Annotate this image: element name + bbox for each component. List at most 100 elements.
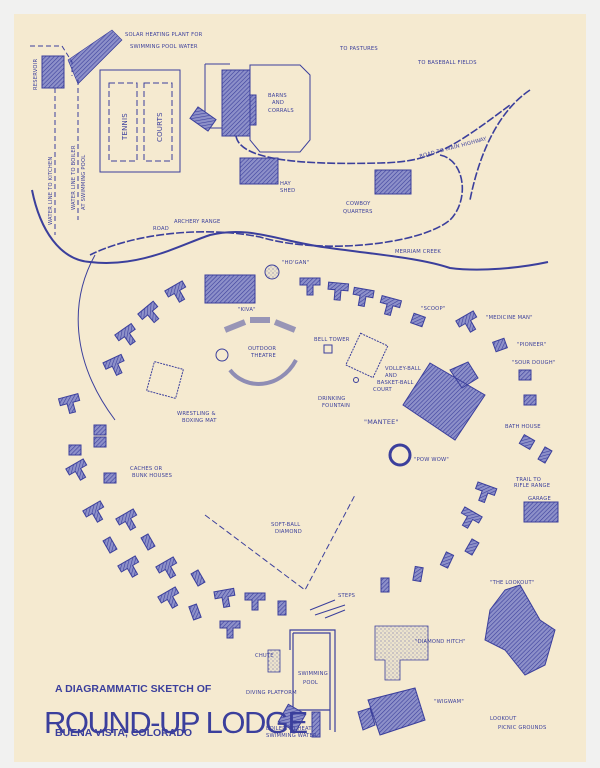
- cabin: [93, 424, 107, 436]
- label-bath-house: BATH HOUSE: [505, 424, 541, 430]
- label-water-kitchen: WATER LINE TO KITCHEN: [48, 157, 54, 226]
- cabin: [65, 458, 88, 481]
- label-steps: STEPS: [338, 593, 355, 599]
- label-hay: HAY: [280, 181, 291, 187]
- title-main: ROUND-UP LODGE: [44, 705, 307, 740]
- label-the-lookout: "THE LOOKOUT": [490, 580, 534, 586]
- bell-tower: [323, 344, 333, 354]
- label-solar-2: SWIMMING POOL WATER: [130, 44, 198, 50]
- outdoor-theatre: [223, 317, 297, 333]
- cabin: [380, 577, 390, 593]
- label-volley-4: COURT: [373, 387, 393, 393]
- label-chute: CHUTE: [255, 653, 274, 659]
- center-features: [146, 264, 559, 738]
- cabin: [140, 533, 156, 551]
- cabin: [412, 565, 424, 583]
- cowboy-quarters: [374, 169, 412, 195]
- cabin: [157, 586, 180, 609]
- cabin: [518, 433, 536, 451]
- cabin: [164, 280, 187, 303]
- cabin: [102, 353, 125, 376]
- label-theatre-2: THEATRE: [250, 353, 276, 359]
- label-solar: SOLAR HEATING PLANT FOR: [125, 32, 203, 38]
- title-line-3: BUENA VISTA, COLORADO: [55, 727, 192, 739]
- cabin: [379, 295, 403, 317]
- label-barns: BARNS: [268, 93, 287, 99]
- cabin: [244, 592, 266, 611]
- the-lookout: [484, 584, 556, 676]
- label-mantee: "MANTEE": [364, 418, 399, 426]
- cabin: [57, 393, 81, 415]
- label-softball-2: DIAMOND: [275, 529, 302, 535]
- label-road: ROAD: [153, 226, 169, 232]
- cabin: [523, 394, 537, 406]
- label-barns-2: AND: [272, 100, 284, 106]
- cabin: [213, 587, 236, 608]
- label-creek: MERRIAM CREEK: [395, 249, 441, 255]
- barn: [221, 69, 251, 137]
- label-hogan: "HO'GAN": [282, 260, 309, 266]
- mantee-building: [402, 361, 486, 441]
- label-picnic-2: PICNIC GROUNDS: [498, 725, 546, 731]
- label-theatre: OUTDOOR: [248, 346, 276, 352]
- label-barns-3: CORRALS: [268, 108, 294, 114]
- label-kiva: "KIVA": [238, 307, 256, 313]
- label-sour-dough: "SOUR DOUGH": [512, 360, 555, 366]
- cabin: [219, 620, 241, 639]
- tennis-courts: [99, 69, 181, 173]
- cabin: [102, 536, 118, 554]
- cabin: [188, 603, 202, 621]
- label-fountain-2: FOUNTAIN: [322, 403, 350, 409]
- label-bell-tower: BELL TOWER: [314, 337, 350, 343]
- map-title: A DIAGRAMMATIC SKETCH OF ROUND-UP LODGE …: [44, 683, 309, 740]
- label-water-boiler-2: AT SWIMMING POOL: [81, 155, 87, 210]
- label-scoop: "SCOOP": [421, 306, 445, 312]
- label-diving-platform: DIVING PLATFORM: [246, 690, 297, 696]
- cabin: [137, 300, 160, 324]
- cabin: [352, 286, 375, 307]
- cabin: [68, 444, 82, 456]
- garage: [523, 501, 559, 523]
- label-reservoir: RESERVOIR: [33, 59, 39, 90]
- label-water-boiler: WATER LINE TO BOILER: [71, 145, 77, 210]
- label-trail: TRAIL TO: [515, 477, 541, 483]
- map-labels: SOLAR HEATING PLANT FOR SWIMMING POOL WA…: [33, 32, 555, 739]
- wigwam: [357, 687, 426, 736]
- label-volley-2: AND: [385, 373, 397, 379]
- top-area: [30, 29, 549, 421]
- cabin: [460, 506, 483, 529]
- cabin: [155, 556, 178, 579]
- solar-plant: [67, 29, 123, 85]
- cabin: [93, 436, 107, 448]
- cabin: [299, 277, 321, 296]
- label-pool-2: POOL: [303, 680, 318, 686]
- label-boiler: BOILER TO HEAT: [266, 726, 312, 732]
- title-line-1: A DIAGRAMMATIC SKETCH OF: [55, 683, 212, 695]
- cabin: [474, 481, 498, 504]
- label-pow-wow: "POW WOW": [414, 457, 449, 463]
- label-cowboy-2: QUARTERS: [343, 209, 373, 215]
- cabin: [277, 600, 287, 616]
- cabin: [82, 500, 105, 523]
- label-hay-2: SHED: [280, 188, 295, 194]
- label-boiler-2: SWIMMING WATER: [266, 733, 317, 739]
- label-garage: GARAGE: [528, 496, 551, 502]
- cabin-ring: [57, 277, 553, 639]
- volley-court: [345, 332, 389, 379]
- label-volley-3: BASKET-BALL: [377, 380, 414, 386]
- hay-shed: [239, 157, 279, 185]
- label-caches-2: BUNK HOUSES: [132, 473, 172, 479]
- label-softball: SOFT-BALL: [271, 522, 300, 528]
- label-volley: VOLLEY-BALL: [385, 366, 421, 372]
- label-diamond-hitch: "DIAMOND HITCH": [415, 639, 466, 645]
- cabin: [114, 322, 136, 346]
- label-wigwam: "WIGWAM": [434, 699, 464, 705]
- label-baseball: TO BASEBALL FIELDS: [417, 60, 477, 66]
- label-pool: SWIMMING: [298, 671, 328, 677]
- label-tennis: TENNIS: [121, 113, 129, 141]
- cabin: [464, 538, 480, 556]
- kiva-building: [204, 274, 256, 304]
- label-wrestling: WRESTLING &: [177, 411, 216, 417]
- pow-wow: [388, 443, 412, 467]
